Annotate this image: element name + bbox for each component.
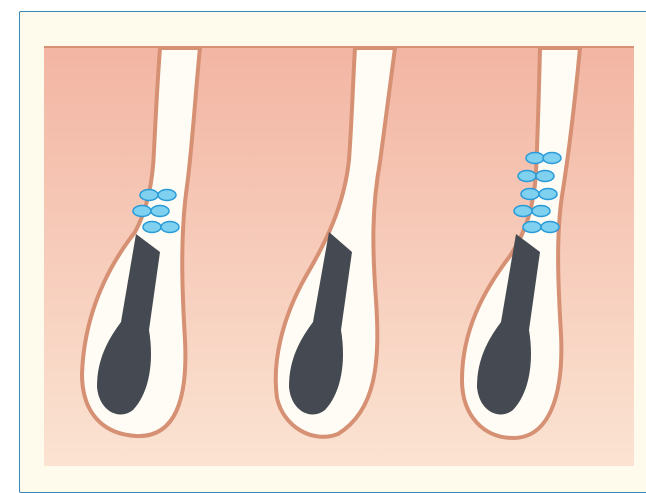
hair-follicle-diagram (0, 0, 646, 483)
stem-cell (133, 206, 151, 217)
stem-cell (539, 189, 557, 200)
stem-cell (151, 206, 169, 217)
stem-cell (536, 171, 554, 182)
stem-cell (523, 222, 541, 233)
stem-cell (161, 222, 179, 233)
stem-cell (514, 206, 532, 217)
stem-cell (518, 171, 536, 182)
stem-cell (143, 222, 161, 233)
stem-cell (526, 153, 544, 164)
stem-cell (543, 153, 561, 164)
stem-cell (541, 222, 559, 233)
stem-cell (532, 206, 550, 217)
stem-cell (158, 190, 176, 201)
stem-cell (521, 189, 539, 200)
stem-cell (140, 190, 158, 201)
